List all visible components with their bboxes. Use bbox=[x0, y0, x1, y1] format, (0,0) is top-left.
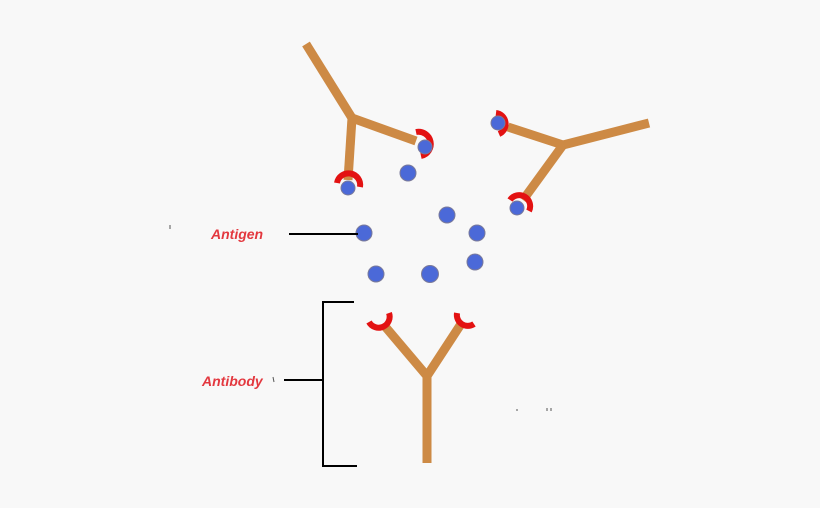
antibody-bracket bbox=[284, 301, 357, 467]
antibody-top-left-arm-right bbox=[350, 113, 418, 146]
antigen-labeled bbox=[355, 224, 373, 242]
binding-site-top-left-b bbox=[334, 170, 364, 188]
antigen-free bbox=[367, 265, 385, 283]
antigen-bound-top-right-a bbox=[490, 115, 506, 131]
antibody-top-left-stem bbox=[302, 41, 356, 121]
antigen-label: Antigen bbox=[210, 226, 263, 242]
antibody-bottom-arm-right bbox=[423, 321, 465, 379]
binding-site-top-right-b bbox=[507, 192, 534, 213]
antigen-free bbox=[468, 224, 486, 242]
antibody-label: Antibody bbox=[201, 373, 264, 389]
antigens bbox=[340, 115, 525, 283]
antibody-bracket-shape bbox=[322, 301, 357, 467]
binding-site-bottom-left bbox=[366, 311, 393, 331]
stray-mark bbox=[272, 376, 275, 383]
binding-site-bottom-right bbox=[453, 312, 476, 329]
antibody-bottom bbox=[366, 311, 476, 463]
antibody-top-right bbox=[495, 110, 651, 213]
antigen-free bbox=[466, 253, 484, 271]
antigen-bound-top-right-b bbox=[509, 200, 525, 216]
antibody-top-right-arm-down bbox=[519, 142, 567, 203]
antigen-bound-top-left-a bbox=[417, 139, 433, 155]
antibody-top-left-arm-down bbox=[343, 117, 357, 181]
antigen-free bbox=[399, 164, 417, 182]
stray-marks bbox=[169, 225, 552, 411]
antibody-top-right-stem bbox=[561, 118, 651, 150]
antibody-top-left bbox=[302, 41, 434, 188]
antibody-top-right-arm-up bbox=[506, 122, 565, 150]
antigen-free bbox=[421, 265, 439, 283]
antigen-bound-top-left-b bbox=[340, 180, 356, 196]
antigen-free bbox=[438, 206, 456, 224]
antibody-bottom-arm-left bbox=[379, 321, 431, 379]
